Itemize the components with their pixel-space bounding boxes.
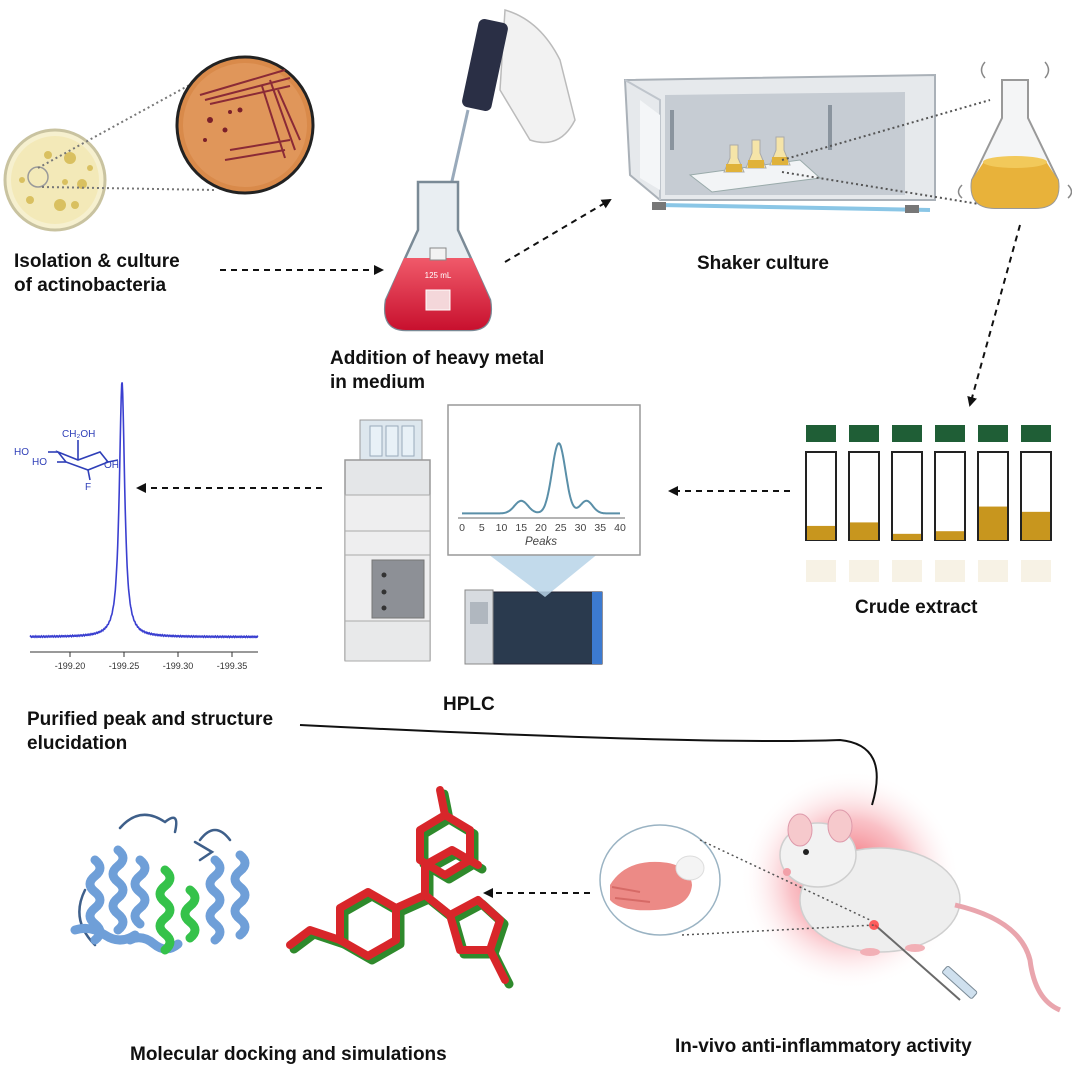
extract-tube [977, 425, 1009, 582]
tube-body [934, 451, 966, 541]
label-purified-line2: elucidation [27, 732, 128, 754]
extract-tube [848, 425, 880, 582]
hplc-tick-label: 15 [515, 522, 527, 534]
extract-tube [891, 425, 923, 582]
connector-curve [299, 724, 878, 806]
label-isolation: Isolation & culture of actinobacteria [14, 250, 180, 298]
flask-volume-label: 125 mL [425, 271, 452, 280]
label-purified-line1: Purified peak and structure [27, 709, 274, 730]
nmr-tick-label: -199.25 [109, 661, 140, 671]
tube-extract-fill [1022, 511, 1050, 540]
label-heavy-metal-line1: Addition of heavy metal [330, 348, 545, 369]
label-isolation-line1: Isolation & culture [14, 251, 180, 272]
tube-extract-fill [979, 506, 1007, 540]
tube-body [805, 451, 837, 541]
nmr-tick-label: -199.20 [55, 661, 86, 671]
incubator-shaker-illustration [623, 73, 991, 213]
ho-label-2: HO [32, 457, 47, 468]
tube-reflection [978, 560, 1008, 582]
label-invivo: In-vivo anti-inflammatory activity [675, 1036, 972, 1057]
flask-with-pipette-illustration: 125 mL [383, 9, 576, 332]
nmr-spectrum-line [29, 382, 259, 639]
nmr-tick-label: -199.35 [217, 661, 248, 671]
hplc-tick-label: 0 [459, 522, 465, 534]
label-heavy-metal-line2: in medium [330, 371, 426, 393]
label-purified: Purified peak and structure elucidation [27, 708, 273, 756]
tube-extract-fill [850, 522, 878, 540]
label-shaker: Shaker culture [697, 253, 829, 274]
f-label: F [85, 482, 91, 493]
extract-tube [934, 425, 966, 582]
ho-label-1: HO [14, 447, 29, 458]
tube-extract-fill [936, 531, 964, 540]
hplc-tick-label: 40 [614, 522, 626, 534]
tube-extract-fill [807, 525, 835, 540]
tube-reflection [1021, 560, 1051, 582]
tube-cap [935, 425, 965, 442]
flow-arrows [136, 198, 1021, 898]
label-hplc: HPLC [443, 694, 495, 715]
protein-structure-illustration [70, 813, 250, 955]
tube-reflection [935, 560, 965, 582]
tube-cap [892, 425, 922, 442]
label-isolation-line2: of actinobacteria [14, 274, 167, 296]
hplc-tick-label: 35 [594, 522, 606, 534]
ch2oh-label: CH₂OH [62, 429, 95, 440]
hplc-chromatogram-line [462, 442, 620, 515]
nmr-spectrum: -199.20 -199.25 -199.30 -199.35 [29, 382, 259, 671]
arrow-shaker-to-crude [967, 224, 1021, 407]
arrow-flask-to-shaker [504, 198, 612, 263]
tube-cap [849, 425, 879, 442]
label-docking: Molecular docking and simulations [130, 1044, 447, 1065]
tube-reflection [849, 560, 879, 582]
extract-tube [805, 425, 837, 582]
mouse-inflammation-illustration [599, 770, 1062, 1013]
tube-cap [806, 425, 836, 442]
label-crude-extract: Crude extract [855, 597, 978, 618]
hplc-instrument-illustration [344, 419, 605, 665]
tube-cap [1021, 425, 1051, 442]
tube-body [891, 451, 923, 541]
ligand-overlay-illustration [286, 786, 514, 989]
tube-reflection [892, 560, 922, 582]
oh-label: OH [104, 460, 119, 471]
hplc-tick-label: 25 [555, 522, 567, 534]
culture-flask-illustration [957, 61, 1072, 209]
petri-dish-illustration [3, 55, 315, 232]
hplc-tick-label: 5 [479, 522, 485, 534]
hplc-tick-label: 10 [496, 522, 508, 534]
hplc-tick-label: 20 [535, 522, 547, 534]
hplc-chromatogram-panel: 0 5 10 15 20 25 30 35 40 Peaks [447, 404, 641, 556]
label-heavy-metal: Addition of heavy metal in medium [330, 347, 544, 395]
fluorosugar-structure [48, 440, 119, 481]
hplc-tick-label: 30 [575, 522, 587, 534]
tube-reflection [806, 560, 836, 582]
hplc-x-label: Peaks [525, 536, 557, 548]
extract-tube [1020, 425, 1052, 582]
tube-extract-fill [893, 533, 921, 540]
tube-cap [978, 425, 1008, 442]
crude-extract-tubes [805, 425, 1052, 582]
nmr-tick-label: -199.30 [163, 661, 194, 671]
